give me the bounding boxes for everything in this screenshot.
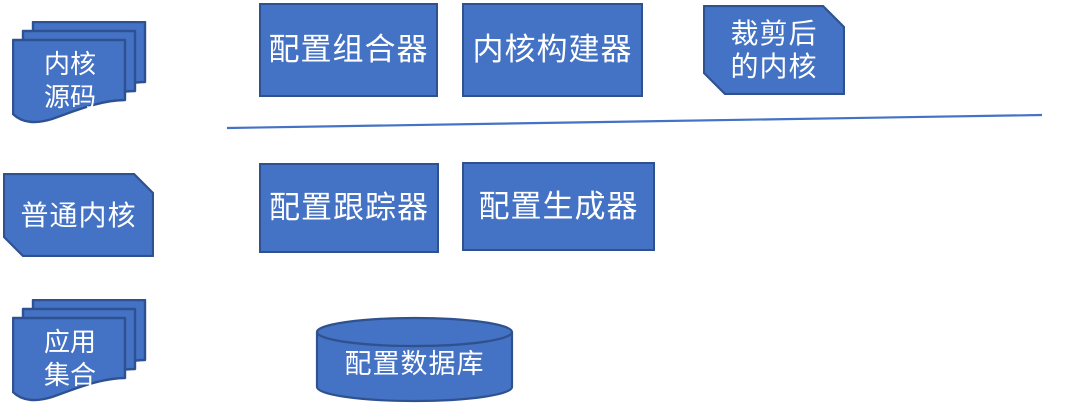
cylinder-top-icon <box>315 316 514 348</box>
node-app-collection <box>12 299 148 405</box>
snip-corner-shape-icon <box>703 5 845 95</box>
node-config-database <box>315 316 514 404</box>
node-kernel-source <box>12 21 148 127</box>
node-config-tracker: 配置跟踪器 <box>259 163 439 253</box>
document-sheet-front-icon <box>12 316 127 402</box>
node-kernel-builder: 内核构建器 <box>462 3 643 97</box>
snip-corner-shape-icon <box>3 173 154 257</box>
node-config-generator: 配置生成器 <box>462 162 655 251</box>
node-normal-kernel <box>3 173 154 257</box>
document-sheet-front-icon <box>12 38 127 124</box>
node-config-combiner: 配置组合器 <box>259 3 438 97</box>
node-trimmed-kernel <box>703 5 845 95</box>
